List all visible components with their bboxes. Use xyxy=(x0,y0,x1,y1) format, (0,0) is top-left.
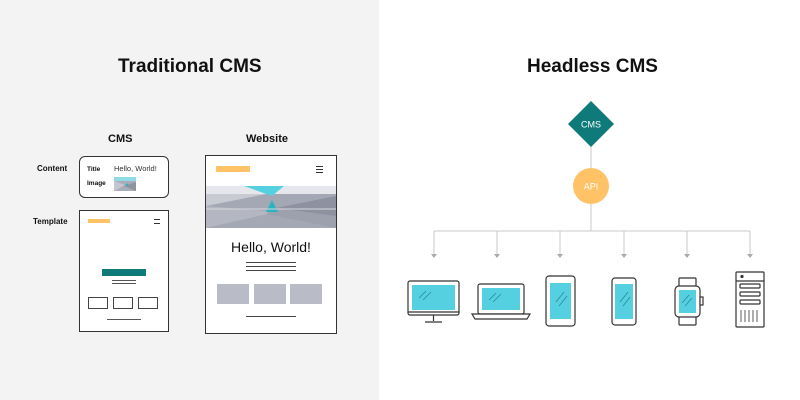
text-line-1 xyxy=(112,280,136,281)
image-field-label: Image xyxy=(87,180,106,187)
website-headline: Hello, World! xyxy=(231,239,311,255)
cms-node xyxy=(568,101,614,147)
content-card: Title Hello, World! Image xyxy=(79,156,169,198)
title-field-label: Title xyxy=(87,166,101,173)
website-text-line-3 xyxy=(246,270,296,271)
website-text-line-1 xyxy=(246,262,296,263)
template-wireframe xyxy=(79,210,169,332)
traditional-cms-heading: Traditional CMS xyxy=(118,56,262,77)
text-line-2 xyxy=(112,283,136,284)
headline-placeholder xyxy=(102,269,146,276)
template-row-label: Template xyxy=(33,217,68,226)
laptop-icon xyxy=(470,283,532,320)
website-text-line-2 xyxy=(246,266,296,267)
website-column-label: Website xyxy=(246,133,288,145)
website-logo xyxy=(216,166,250,172)
headless-cms-heading: Headless CMS xyxy=(527,56,658,77)
api-node-label: API xyxy=(584,182,599,192)
website-footer-line xyxy=(246,316,296,317)
website-card-1 xyxy=(217,284,249,304)
server-icon xyxy=(735,271,765,328)
website-card-2 xyxy=(254,284,286,304)
website-preview: Hello, World! xyxy=(205,155,337,334)
card-placeholder-3 xyxy=(138,297,158,309)
smartphone-icon xyxy=(611,277,637,326)
logo-placeholder xyxy=(88,219,110,223)
smartwatch-icon xyxy=(674,277,704,326)
menu-icon xyxy=(154,219,160,224)
website-menu-icon xyxy=(316,166,323,173)
headless-cms-panel: Headless CMS CMS xyxy=(379,0,800,400)
footer-line xyxy=(107,319,141,320)
connector-lines xyxy=(433,146,751,255)
title-field-value: Hello, World! xyxy=(114,164,157,173)
headless-diagram: CMS API xyxy=(407,101,765,328)
content-row-label: Content xyxy=(37,164,68,173)
desktop-monitor-icon xyxy=(407,280,460,323)
card-placeholder-2 xyxy=(113,297,133,309)
cms-node-label: CMS xyxy=(581,120,601,130)
traditional-cms-panel: Traditional CMS CMS Website Content Temp… xyxy=(0,0,379,400)
card-placeholder-1 xyxy=(88,297,108,309)
tablet-icon xyxy=(545,275,576,327)
image-thumbnail xyxy=(114,177,136,191)
website-hero-image xyxy=(206,186,336,228)
cms-column-label: CMS xyxy=(108,133,133,145)
arrow-heads xyxy=(431,254,753,258)
api-node xyxy=(573,168,609,204)
website-card-3 xyxy=(290,284,322,304)
